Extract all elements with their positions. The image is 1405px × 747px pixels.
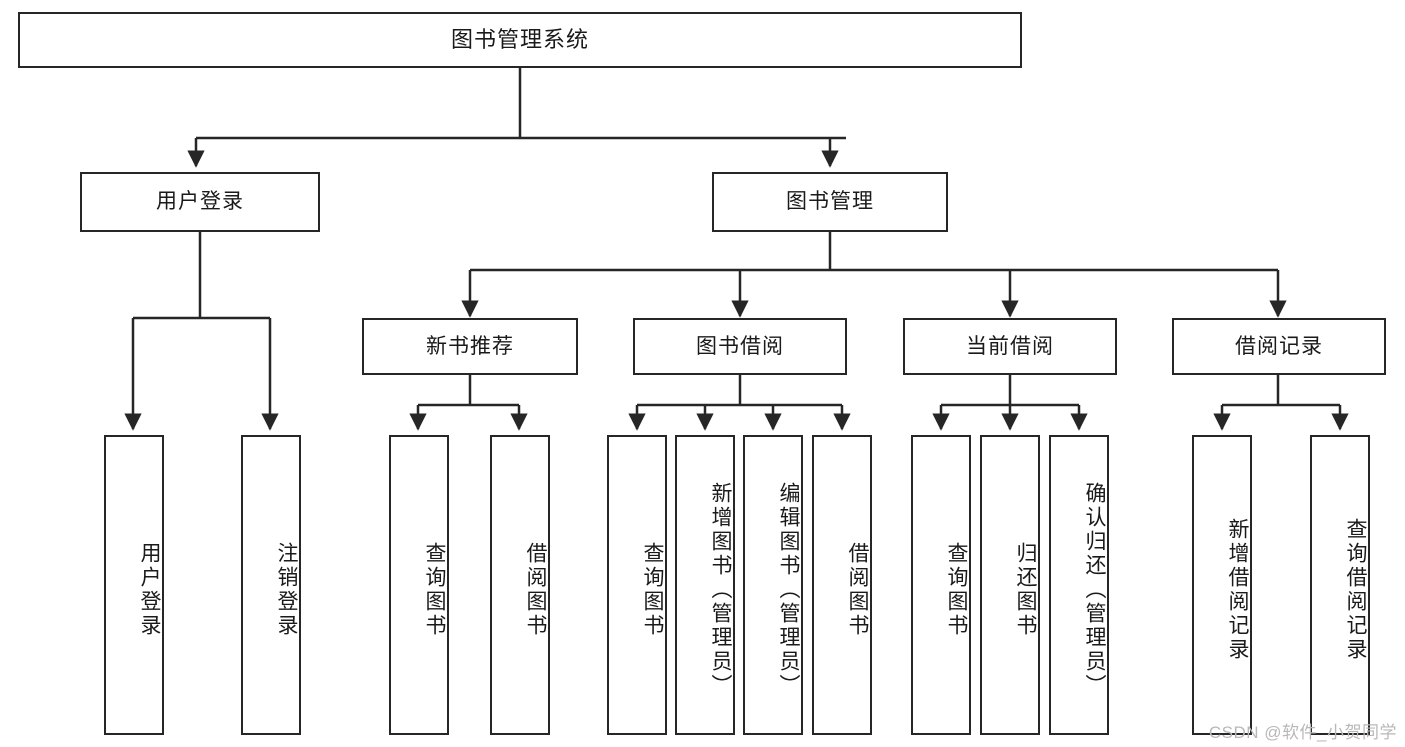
node-label: 用户登录 xyxy=(138,542,161,638)
node-book-borrow[interactable]: 图书借阅 xyxy=(633,318,847,375)
node-leaf-query-record[interactable]: 查询借阅记录 xyxy=(1310,435,1370,735)
node-label: 查询图书 xyxy=(641,542,664,638)
node-leaf-user-login[interactable]: 用户登录 xyxy=(104,435,164,735)
node-leaf-borrow-book-1[interactable]: 借阅图书 xyxy=(490,435,550,735)
node-label: 当前借阅 xyxy=(966,334,1054,358)
node-leaf-query-book-2[interactable]: 查询图书 xyxy=(607,435,667,735)
node-leaf-logout-login[interactable]: 注销登录 xyxy=(241,435,301,735)
node-book-management-system[interactable]: 图书管理系统 xyxy=(18,12,1022,68)
node-current-borrow[interactable]: 当前借阅 xyxy=(903,318,1117,375)
node-label: 确认归还（管理员） xyxy=(1083,482,1106,698)
node-leaf-add-book[interactable]: 新增图书（管理员） xyxy=(675,435,735,735)
node-label: 借阅记录 xyxy=(1235,334,1323,358)
node-label: 编辑图书（管理员） xyxy=(777,482,800,698)
node-label: 用户登录 xyxy=(156,190,244,214)
node-label: 查询图书 xyxy=(423,542,446,638)
node-label: 借阅图书 xyxy=(846,542,869,638)
node-borrow-record[interactable]: 借阅记录 xyxy=(1172,318,1386,375)
node-leaf-query-book-3[interactable]: 查询图书 xyxy=(911,435,971,735)
node-user-login[interactable]: 用户登录 xyxy=(80,172,320,232)
node-label: 图书管理 xyxy=(786,190,874,214)
node-label: 借阅图书 xyxy=(524,542,547,638)
node-leaf-query-book-1[interactable]: 查询图书 xyxy=(389,435,449,735)
node-label: 图书借阅 xyxy=(696,334,784,358)
node-label: 图书管理系统 xyxy=(450,26,589,52)
node-label: 注销登录 xyxy=(275,542,298,638)
node-leaf-add-record[interactable]: 新增借阅记录 xyxy=(1192,435,1252,735)
node-leaf-borrow-book-2[interactable]: 借阅图书 xyxy=(812,435,872,735)
node-new-book-recommend[interactable]: 新书推荐 xyxy=(362,318,578,375)
node-label: 新书推荐 xyxy=(426,334,514,358)
node-label: 归还图书 xyxy=(1014,542,1037,638)
node-label: 新增借阅记录 xyxy=(1226,518,1249,662)
node-leaf-confirm-return[interactable]: 确认归还（管理员） xyxy=(1049,435,1109,735)
node-label: 查询图书 xyxy=(945,542,968,638)
node-label: 查询借阅记录 xyxy=(1344,518,1367,662)
node-book-management[interactable]: 图书管理 xyxy=(712,172,948,232)
node-leaf-return-book[interactable]: 归还图书 xyxy=(980,435,1040,735)
node-leaf-edit-book[interactable]: 编辑图书（管理员） xyxy=(743,435,803,735)
node-label: 新增图书（管理员） xyxy=(709,482,732,698)
